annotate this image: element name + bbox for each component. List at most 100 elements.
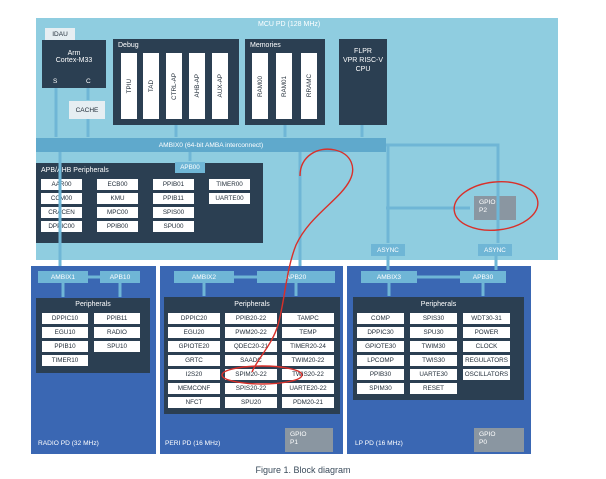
arm-s-port: S: [53, 78, 58, 85]
peri-ambix2: AMBIX2: [174, 271, 234, 283]
lp-cell: TWIS30: [410, 355, 457, 366]
apb-ahb-cell: TIMER00: [209, 179, 250, 190]
peri-cell: DPPIC20: [168, 313, 220, 324]
radio-cell: PPIB10: [42, 341, 88, 352]
lp-cell: CLOCK: [463, 341, 510, 352]
lp-cell: TWIM30: [410, 341, 457, 352]
peri-pd-title: PERI PD (16 MHz): [165, 440, 221, 447]
peri-cell: MEMCONF: [168, 383, 220, 394]
annotation-circle-spim: [221, 365, 303, 385]
lp-cell: PPIB30: [357, 369, 404, 380]
gpio-p2-block: GPIO P2: [474, 196, 516, 220]
peri-cell: TWIS20-22: [282, 369, 334, 380]
peri-cell: GRTC: [168, 355, 220, 366]
radio-cell: SPU10: [94, 341, 140, 352]
debug-title: Debug: [118, 42, 139, 49]
debug-item: AHB-AP: [189, 53, 205, 119]
lp-cell: REGULATORS: [463, 355, 510, 366]
peri-cell: UARTE20-22: [282, 383, 334, 394]
apb-ahb-cell: KMU: [97, 193, 138, 204]
async-bridge-right: ASYNC: [478, 244, 512, 256]
flpr-cpu-label: CPU: [355, 66, 371, 73]
lp-cell: SPIS30: [410, 313, 457, 324]
memories-title: Memories: [250, 42, 281, 49]
peri-cell: I2S20: [168, 369, 220, 380]
peri-peripherals-title: Peripherals: [234, 301, 270, 308]
gpio-p2-port: P2: [479, 207, 488, 214]
radio-cell: DPPIC10: [42, 313, 88, 324]
apb-ahb-cell: SPU00: [153, 221, 194, 232]
debug-item: AUX-AP: [212, 53, 228, 119]
radio-apb10: APB10: [100, 271, 140, 283]
lp-cell: WDT30-31: [463, 313, 510, 324]
async-bridge-left: ASYNC: [371, 244, 405, 256]
ambix0-to-async-right: [386, 143, 500, 243]
mcu-pd-title: MCU PD (128 MHz): [258, 21, 321, 28]
apb-ahb-cell: PPIB00: [97, 221, 138, 232]
memory-item: RAM00: [252, 53, 268, 119]
lp-cell: COMP: [357, 313, 404, 324]
apb00-label: APB00: [180, 164, 200, 171]
debug-item: TAD: [143, 53, 159, 119]
apb-ahb-title: APB/AHB Peripherals: [41, 167, 109, 174]
radio-cell: EGU10: [42, 327, 88, 338]
lp-cell: SPIM30: [357, 383, 404, 394]
cache-label: CACHE: [75, 106, 99, 114]
idau-label: IDAU: [52, 30, 68, 38]
radio-cell: RADIO: [94, 327, 140, 338]
lp-apb30: APB30: [460, 271, 506, 283]
memory-item: RAM01: [276, 53, 292, 119]
ambix0-bus: AMBIX0 (64-bit AMBA interconnect): [36, 138, 386, 152]
peri-cell: TIMER20-24: [282, 341, 334, 352]
apb-ahb-cell: PPIB11: [153, 193, 194, 204]
lp-pd-title: LP PD (16 MHz): [355, 440, 403, 447]
peri-cell: NFCT: [168, 397, 220, 408]
annotation-path: [251, 148, 354, 373]
radio-cell: PPIB11: [94, 313, 140, 324]
arm-core-block: Arm Cortex-M33: [42, 40, 106, 88]
lp-cell: UARTE30: [410, 369, 457, 380]
peri-cell: QDEC20-21: [225, 341, 277, 352]
debug-item: CTRL-AP: [166, 53, 182, 119]
radio-pd-title: RADIO PD (32 MHz): [38, 440, 99, 447]
peri-cell: PWM20-22: [225, 327, 277, 338]
peri-apb20: APB20: [257, 271, 335, 283]
ambix0-to-async-left: [386, 143, 390, 243]
apb-ahb-cell: SPIS00: [153, 207, 194, 218]
peri-cell: PPIB20-22: [225, 313, 277, 324]
debug-item: TPIU: [121, 53, 137, 119]
peri-cell: TWIM20-22: [282, 355, 334, 366]
memory-item: RRAMC: [301, 53, 317, 119]
peri-cell: PDM20-21: [282, 397, 334, 408]
cache-block: CACHE: [69, 101, 105, 119]
peri-cell: GPIOTE20: [168, 341, 220, 352]
lp-cell: DPPIC30: [357, 327, 404, 338]
annotation-circle-gpio-p2: [453, 181, 539, 231]
lp-ambix3: AMBIX3: [361, 271, 417, 283]
apb-ahb-cell: PPIB01: [153, 179, 194, 190]
flpr-riscv-label: VPR RISC-V: [342, 57, 384, 64]
lp-cell: LPCOMP: [357, 355, 404, 366]
lp-cell: GPIOTE30: [357, 341, 404, 352]
peri-cell: SPIM20-22: [225, 369, 277, 380]
peri-cell: SPU20: [225, 397, 277, 408]
radio-ambix1: AMBIX1: [38, 271, 88, 283]
radio-cell: TIMER10: [42, 355, 88, 366]
arm-label: Arm: [67, 50, 81, 57]
idau-block: IDAU: [45, 28, 75, 40]
peri-cell: SAADC: [225, 355, 277, 366]
lp-cell: POWER: [463, 327, 510, 338]
lp-cell: OSCILLATORS: [463, 369, 510, 380]
cortex-label: Cortex-M33: [55, 57, 93, 64]
lp-cell: SPU30: [410, 327, 457, 338]
gpio-p2-label: GPIO: [479, 199, 496, 206]
peri-cell: TAMPC: [282, 313, 334, 324]
peri-cell: TEMP: [282, 327, 334, 338]
apb-ahb-cell: MPC00: [97, 207, 138, 218]
radio-peripherals-title: Peripherals: [75, 301, 111, 308]
figure-caption: Figure 1. Block diagram: [255, 465, 351, 475]
ambix0-label: AMBIX0 (64-bit AMBA interconnect): [158, 141, 264, 149]
lp-peripherals-title: Peripherals: [420, 301, 457, 308]
